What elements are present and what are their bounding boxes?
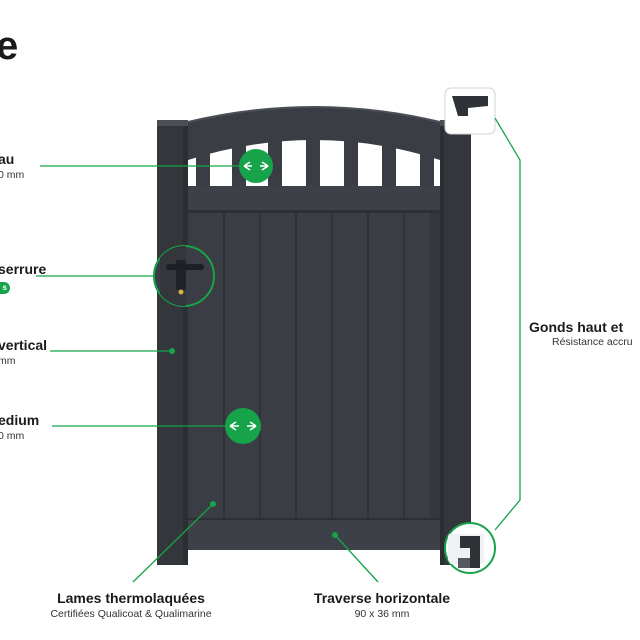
bottom-rail <box>188 518 440 550</box>
lock-handle-icon <box>153 245 215 307</box>
callout-hinges-title: Gonds haut et <box>529 319 624 335</box>
callout-lines <box>36 117 521 583</box>
callout-top-panel-subtitle: 0 mm <box>0 169 25 181</box>
double-arrow-icon <box>225 408 261 444</box>
right-post <box>440 120 471 565</box>
arch-pickets <box>196 120 434 192</box>
callout-slats-subtitle: Certifiées Qualicoat & Qualimarine <box>50 608 212 620</box>
callout-top-panel-title: au <box>0 151 15 167</box>
double-arrow-icon <box>239 149 273 183</box>
callout-crossbar-subtitle: 90 x 36 mm <box>354 608 410 620</box>
callout-hinges-subtitle: Résistance accru <box>552 336 633 348</box>
callout-lock-badge: s <box>0 282 10 294</box>
page-title: e <box>0 24 18 68</box>
callout-crossbar-title: Traverse horizontale <box>313 590 451 606</box>
callout-vertical-title: vertical <box>0 337 48 353</box>
left-post <box>157 120 188 565</box>
mid-rail <box>188 186 440 212</box>
slat-panel <box>188 213 440 518</box>
callout-medium-subtitle: 0 mm <box>0 430 25 442</box>
callout-lock-title: serrure <box>0 261 47 277</box>
callout-dots <box>169 348 338 538</box>
bottom-hinge-icon <box>444 522 496 574</box>
callout-slats-title: Lames thermolaquées <box>57 590 205 606</box>
callout-medium-title: edium <box>0 412 40 428</box>
callout-vertical-subtitle: mm <box>0 355 16 367</box>
top-hinge-icon <box>444 87 496 135</box>
